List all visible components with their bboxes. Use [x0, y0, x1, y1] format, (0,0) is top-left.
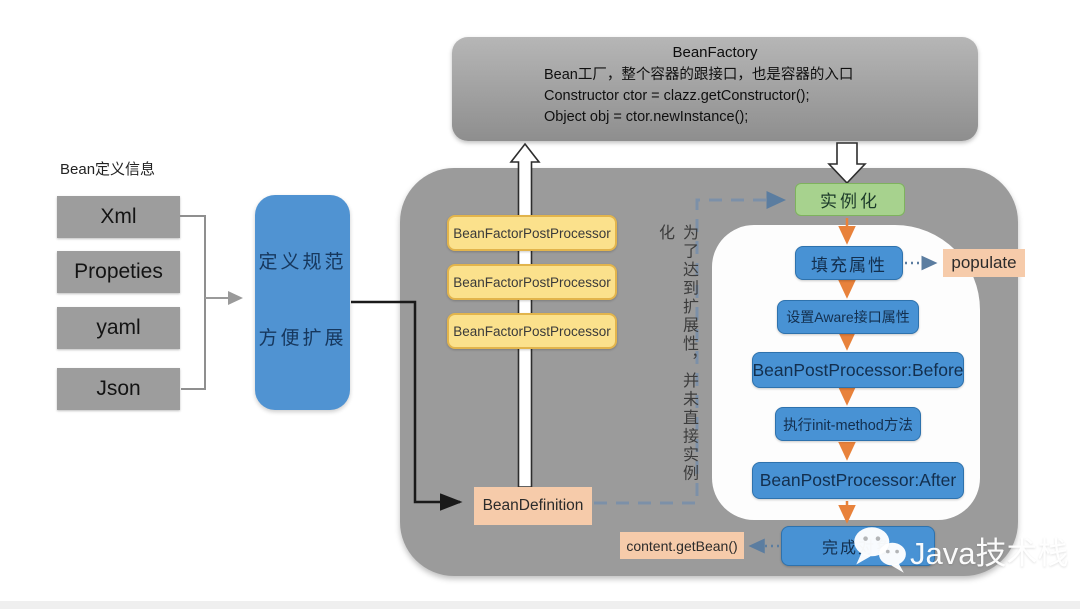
- beanfactory-postprocessor-box-2: BeanFactorPostProcessor: [447, 264, 617, 300]
- beanfactory-box: BeanFactory Bean工厂，整个容器的跟接口，也是容器的入口 Cons…: [452, 37, 978, 141]
- set-aware-box: 设置Aware接口属性: [777, 300, 919, 334]
- beanfactory-line2: Constructor ctor = clazz.getConstructor(…: [544, 88, 810, 104]
- beandefinition-box: BeanDefinition: [474, 487, 592, 525]
- bottom-separator: [0, 601, 1080, 609]
- beanpostprocessor-after-box: BeanPostProcessor:After: [752, 462, 964, 499]
- source-json-box: Json: [57, 368, 180, 410]
- init-method-box: 执行init-method方法: [775, 407, 921, 441]
- beanpostprocessor-before-box: BeanPostProcessor:Before: [752, 352, 964, 388]
- define-spec-line2: 方便扩展: [258, 328, 347, 349]
- beanfactory-postprocessor-box-1: BeanFactorPostProcessor: [447, 215, 617, 251]
- define-spec-box: 定义规范 方便扩展: [255, 195, 350, 410]
- define-spec-line1: 定义规范: [258, 252, 347, 273]
- beanfactory-title: BeanFactory: [672, 44, 758, 61]
- instantiate-box: 实例化: [795, 183, 905, 216]
- source-xml-box: Xml: [57, 196, 180, 238]
- beanfactory-postprocessor-box-3: BeanFactorPostProcessor: [447, 313, 617, 349]
- extensibility-vertical-note: 为了达到扩展性，并未直接实例化: [656, 224, 697, 483]
- populate-label-box: populate: [943, 249, 1025, 277]
- content-getbean-box: content.getBean(): [620, 532, 744, 559]
- bean-definition-info-label: Bean定义信息: [60, 161, 156, 178]
- beanfactory-line1: Bean工厂，整个容器的跟接口，也是容器的入口: [544, 67, 854, 83]
- source-yaml-box: yaml: [57, 307, 180, 349]
- sources-bracket-line: [180, 215, 206, 390]
- watermark: Java技术栈: [848, 520, 1080, 580]
- wechat-icon: [854, 527, 906, 573]
- watermark-text: Java技术栈: [910, 535, 1069, 571]
- beanfactory-description: Bean工厂，整个容器的跟接口，也是容器的入口 Constructor ctor…: [544, 65, 853, 128]
- beanfactory-line3: Object obj = ctor.newInstance();: [544, 109, 749, 125]
- fill-properties-box: 填充属性: [795, 246, 903, 280]
- source-properties-box: Propeties: [57, 251, 180, 293]
